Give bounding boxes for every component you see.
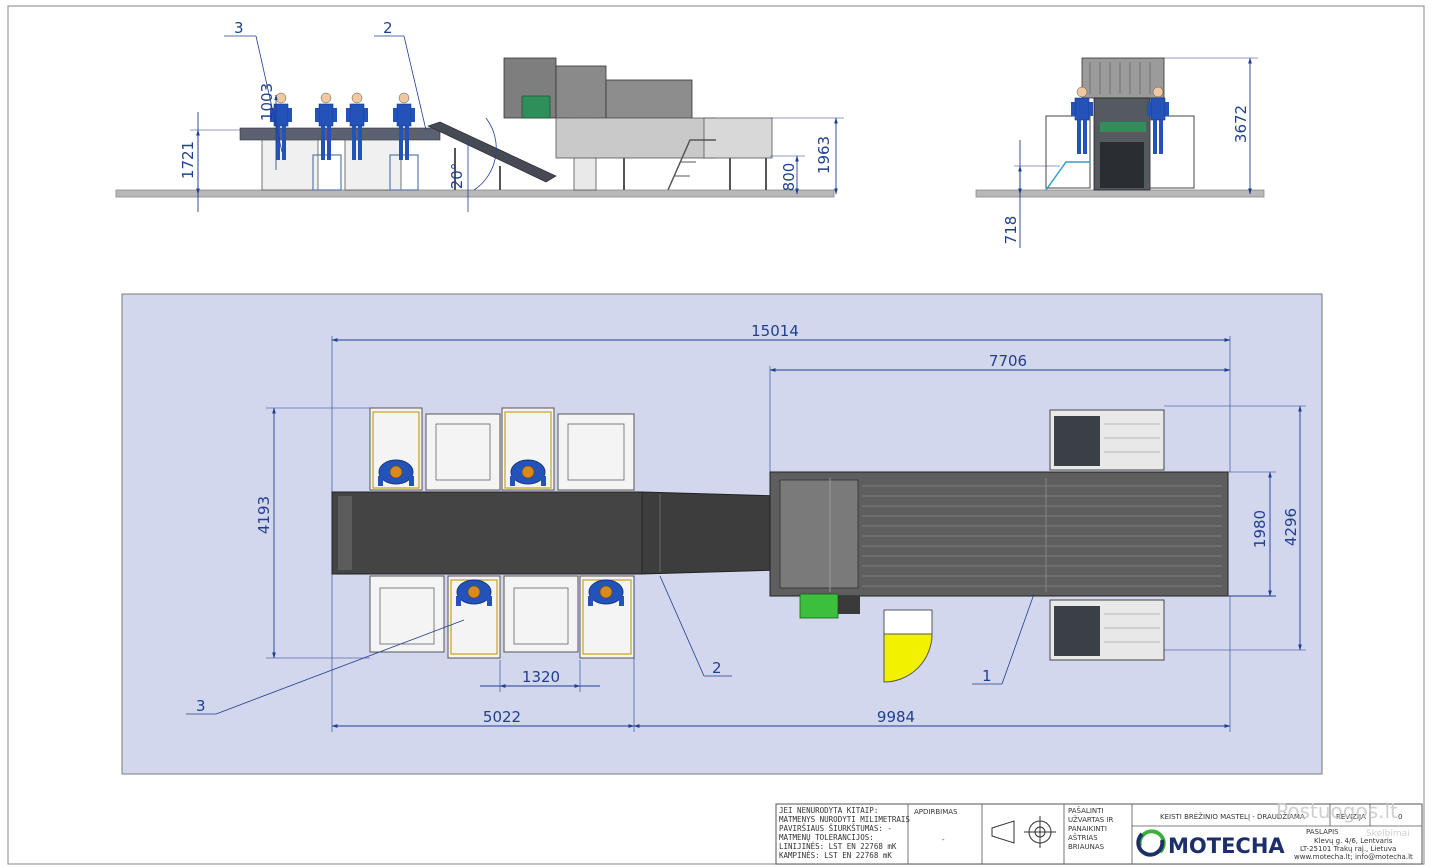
dim-7706: 7706 (989, 352, 1027, 370)
dim-5022: 5022 (483, 708, 521, 726)
dim-800: 800 (780, 163, 798, 192)
dim-4296: 4296 (1282, 508, 1300, 546)
end-view: 3672 718 (975, 57, 1265, 248)
projection-symbol-icon (991, 816, 1056, 848)
dim-9984: 9984 (877, 708, 915, 726)
note-line-5: LINIJINĖS: LST EN 22768 mK (779, 842, 897, 851)
title-block: JEI NENURODYTA KITAIP: MATMENYS NURODYTI… (775, 799, 1423, 865)
address-line-1: Klevų g. 4/6, Lentvaris (1314, 837, 1393, 845)
address-line-3: www.motecha.lt; info@motecha.lt (1294, 853, 1413, 861)
edges-note-5: BRIAUNAS (1068, 843, 1105, 851)
revision-label: REVIZIJA (1336, 813, 1366, 821)
edges-note-1: PAŠALINTI (1068, 806, 1103, 815)
address-line-2: LT-25101 Trakų raj., Lietuva (1300, 845, 1396, 853)
note-line-2: MATMENYS NURODYTI MILIMETRAIS (779, 815, 910, 824)
note-line-6: KAMPINĖS: LST EN 22768 mK (779, 851, 892, 860)
note-line-4: MATMENŲ TOLERANCIJOS: (779, 833, 874, 842)
processing-label: APDIRBIMAS (914, 808, 958, 816)
sheet-border (7, 5, 1425, 865)
dim-1980: 1980 (1251, 510, 1269, 548)
dim-20deg: 20° (448, 163, 466, 190)
plan-callout-3: 3 (196, 697, 206, 715)
dim-1003: 1003 (258, 83, 276, 121)
edges-note-4: AŠTRIAS (1068, 833, 1098, 842)
note-line-1: JEI NENURODYTA KITAIP: (779, 806, 878, 815)
plan-callout-2: 2 (712, 659, 722, 677)
plan-view: 15014 7706 4193 1980 4296 1320 5022 9984 (121, 293, 1323, 775)
note-line-3: PAVIRŠIAUS ŠIURKŠTUMAS: - (779, 824, 892, 833)
dim-1963: 1963 (815, 136, 833, 174)
sheet-label: PASLAPIS (1306, 828, 1339, 836)
revision-value: 0 (1398, 813, 1402, 821)
processing-value: - (942, 836, 945, 844)
edges-note-2: UŽVARTAS IR (1068, 815, 1114, 824)
plan-callout-1: 1 (982, 667, 992, 685)
side-callout-3: 3 (234, 19, 244, 37)
motecha-logo-icon (1136, 829, 1166, 857)
watermark-sub: Skelbimai (1366, 829, 1410, 839)
dim-4193: 4193 (255, 496, 273, 534)
edges-note-3: PANAIKINTI (1068, 825, 1107, 833)
side-callout-2: 2 (383, 19, 393, 37)
dim-3672: 3672 (1232, 105, 1250, 143)
floor-line (115, 189, 835, 198)
watermark-main: Postuogos.lt (1276, 799, 1398, 823)
side-view: 1721 1003 3 2 20° 800 1963 (115, 19, 844, 212)
dim-718: 718 (1002, 216, 1020, 245)
scale-warning: KEISTI BRĖŽINIO MASTELĮ - DRAUDŽIAMA (1160, 812, 1305, 821)
dim-1721: 1721 (179, 141, 197, 179)
brand-name: MOTECHA (1168, 834, 1285, 858)
dim-15014: 15014 (751, 322, 799, 340)
dim-1320: 1320 (522, 668, 560, 686)
